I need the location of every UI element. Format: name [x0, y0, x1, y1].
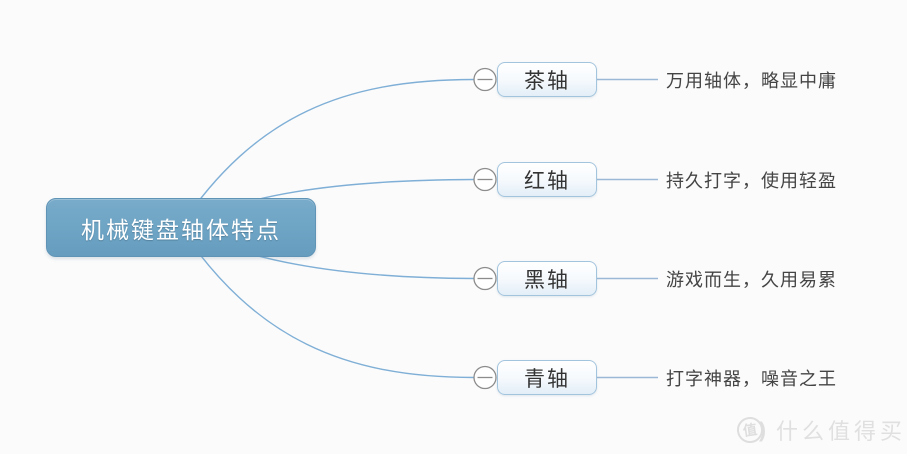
branch-node-qingzhou[interactable]: 青轴 — [497, 360, 597, 395]
collapse-minus-icon[interactable] — [473, 365, 497, 390]
smzdm-watermark-text: 什么值得买 — [776, 419, 907, 444]
smzdm-logo-paren: ) — [759, 419, 766, 442]
branch-node-hongzhou[interactable]: 红轴 — [497, 162, 597, 197]
branch-label: 茶轴 — [524, 69, 570, 93]
smzdm-watermark: 值 ) 什么值得买 — [735, 414, 907, 446]
branch-description: 万用轴体，略显中庸 — [666, 70, 837, 91]
collapse-minus-icon[interactable] — [473, 167, 497, 192]
collapse-minus-icon[interactable] — [473, 266, 497, 291]
root-topic-node[interactable]: 机械键盘轴体特点 — [46, 198, 316, 257]
curve-root-to-branch-4 — [179, 226, 475, 379]
branch-description: 打字神器，噪音之王 — [666, 368, 837, 389]
branch-node-heizhou[interactable]: 黑轴 — [497, 261, 597, 296]
branch-node-chaxhou[interactable]: 茶轴 — [497, 62, 597, 97]
branch-label: 青轴 — [524, 367, 570, 391]
branch-description: 持久打字，使用轻盈 — [666, 170, 837, 191]
root-topic-label: 机械键盘轴体特点 — [81, 216, 281, 243]
collapse-minus-icon[interactable] — [473, 67, 497, 92]
curve-root-to-branch-1 — [179, 78, 475, 228]
branch-label: 黑轴 — [524, 268, 570, 292]
branch-label: 红轴 — [524, 169, 570, 193]
branch-description: 游戏而生，久用易累 — [666, 269, 837, 290]
